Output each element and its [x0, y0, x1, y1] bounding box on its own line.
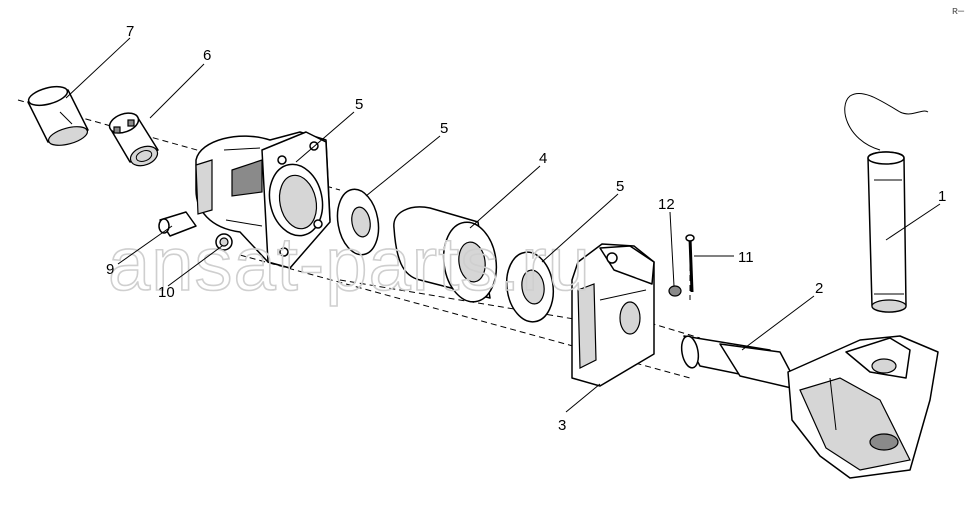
part-5-washer-right	[505, 251, 555, 323]
callout-5-left: 5	[440, 120, 448, 137]
part-2-tow-hook	[680, 335, 939, 479]
callout-12: 12	[658, 196, 675, 213]
callout-3: 3	[558, 417, 566, 434]
callout-leader-lines	[65, 37, 941, 413]
callout-6: 5	[355, 96, 363, 113]
callout-1: 1	[938, 188, 946, 205]
callout-5-right: 5	[616, 178, 624, 195]
watermark-text: ansat-parts.ru	[108, 222, 591, 307]
corner-mark: ʀ–	[952, 5, 965, 17]
callout-9: 9	[106, 261, 114, 278]
part-6-flange-housing	[195, 131, 331, 269]
part-7-slotted-nut	[108, 112, 159, 167]
part-3-bracket-block	[571, 243, 655, 387]
part-8-bushing	[27, 85, 89, 146]
callout-4: 4	[539, 150, 547, 167]
part-5-washer-left	[336, 188, 380, 256]
part-1-tow-pin	[844, 92, 929, 313]
part-12-nut	[668, 285, 682, 297]
callout-7: 6	[203, 47, 211, 64]
part-4-rubber-bushing	[393, 206, 498, 303]
callout-10: 10	[158, 284, 175, 301]
callout-11: 11	[738, 249, 754, 266]
callout-2: 2	[815, 280, 823, 297]
part-11-pin	[685, 234, 695, 293]
part-10-lock-washer	[215, 233, 233, 251]
callout-8: 7	[126, 23, 134, 40]
